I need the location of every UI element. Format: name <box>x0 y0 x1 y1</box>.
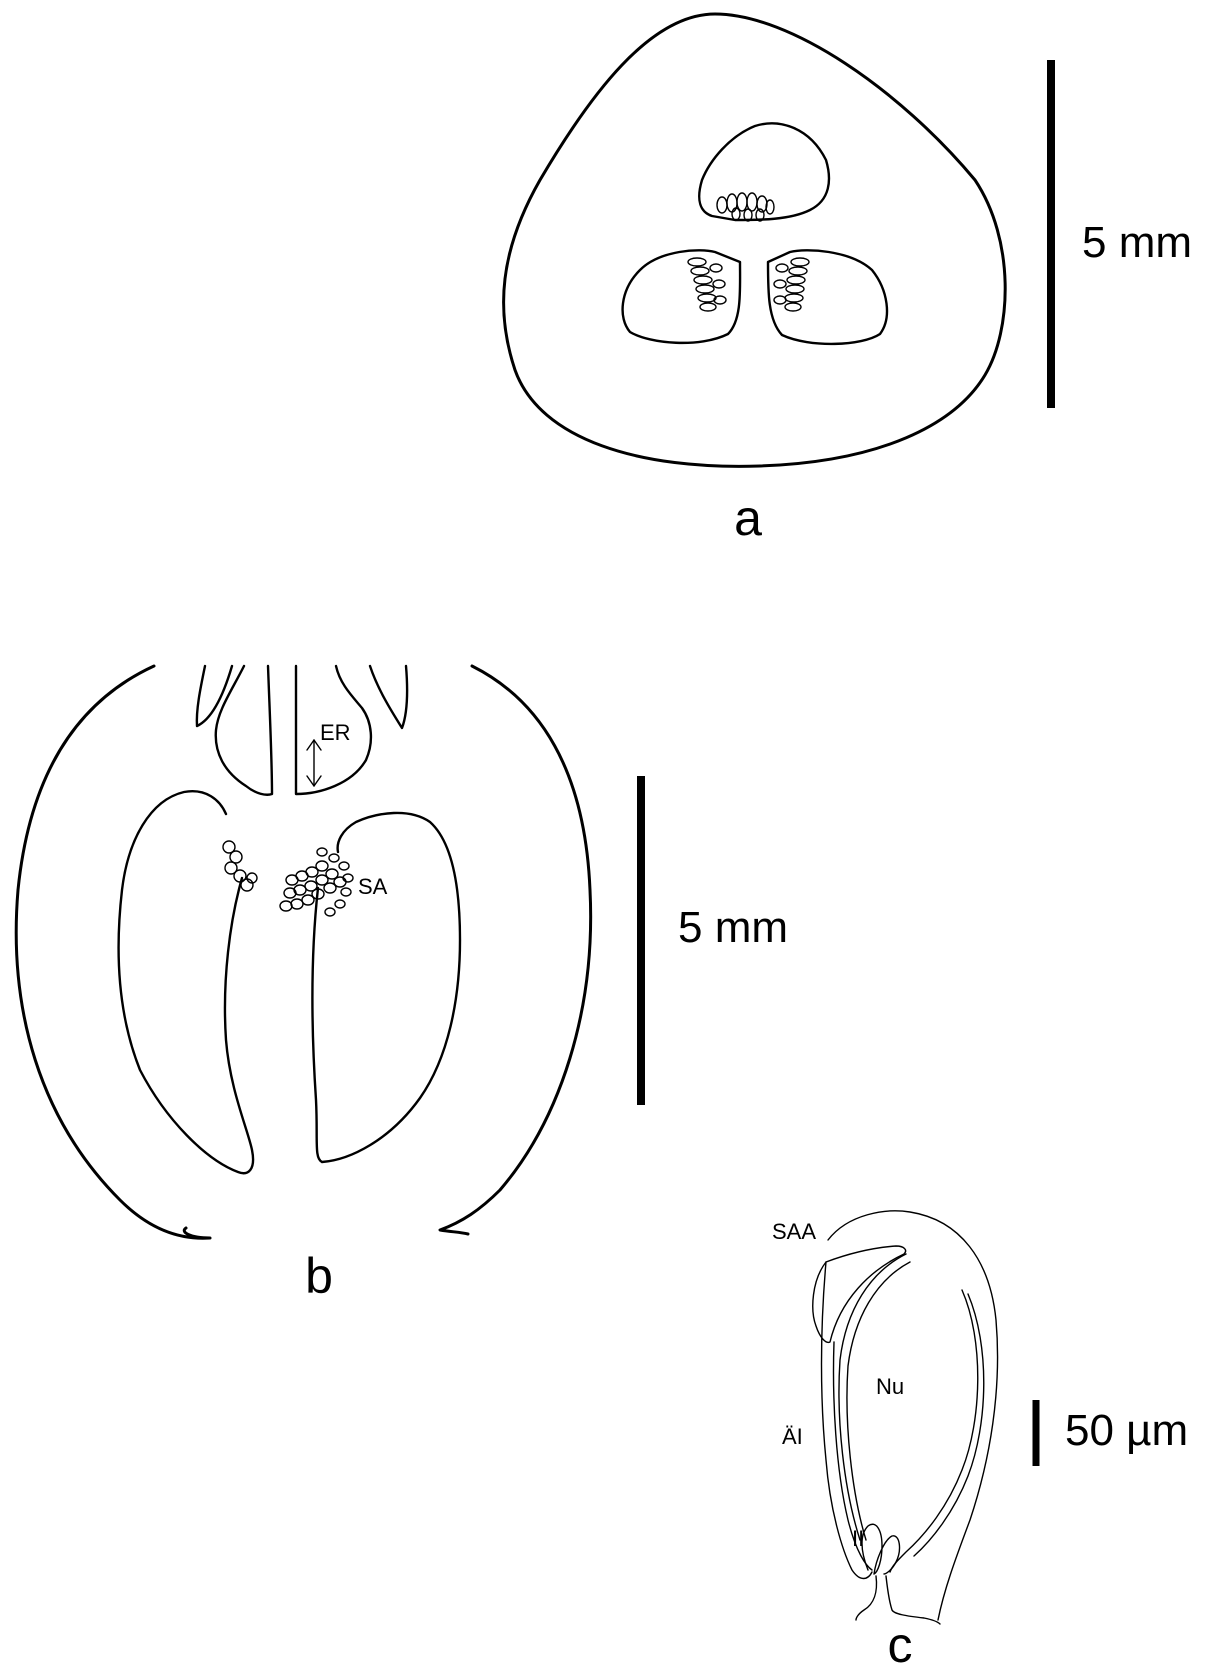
label-er: ER <box>320 720 351 745</box>
fruit-cross-section-outline <box>504 14 1006 466</box>
panel-a: 5 mm a <box>504 14 1192 546</box>
style-outer-right <box>370 666 407 728</box>
label-nu: Nu <box>876 1374 904 1399</box>
label-saa: SAA <box>772 1219 816 1244</box>
label-sa: SA <box>358 874 388 899</box>
integument-right-a <box>890 1290 978 1572</box>
panel-b: ER SA 5 mm b <box>16 666 788 1304</box>
ovules-right <box>774 258 809 311</box>
locule-right-b <box>313 813 461 1162</box>
outer-wall-left <box>16 666 210 1238</box>
label-ai: ÄI <box>782 1424 803 1449</box>
outer-wall-right <box>440 666 591 1234</box>
style-center-left <box>216 666 272 795</box>
saa-lobe <box>813 1246 906 1342</box>
locule-top <box>699 123 829 220</box>
label-ii: II <box>852 1526 864 1551</box>
scale-label-c: 50 µm <box>1065 1406 1188 1455</box>
scale-label-a: 5 mm <box>1082 218 1192 267</box>
style-outer-left <box>197 666 232 726</box>
panel-c: SAA Nu ÄI II 50 µm c <box>772 1211 1188 1667</box>
ovule-outer-integument <box>828 1211 998 1620</box>
panel-label-b: b <box>305 1248 333 1304</box>
panel-label-c: c <box>888 1617 913 1667</box>
locule-left-b <box>119 791 253 1173</box>
funiculus-left <box>856 1576 877 1620</box>
integument-right-b <box>914 1294 984 1556</box>
panel-label-a: a <box>734 490 762 546</box>
scale-label-b: 5 mm <box>678 903 788 952</box>
ovules-top <box>717 193 774 221</box>
ovules-left <box>688 258 726 311</box>
